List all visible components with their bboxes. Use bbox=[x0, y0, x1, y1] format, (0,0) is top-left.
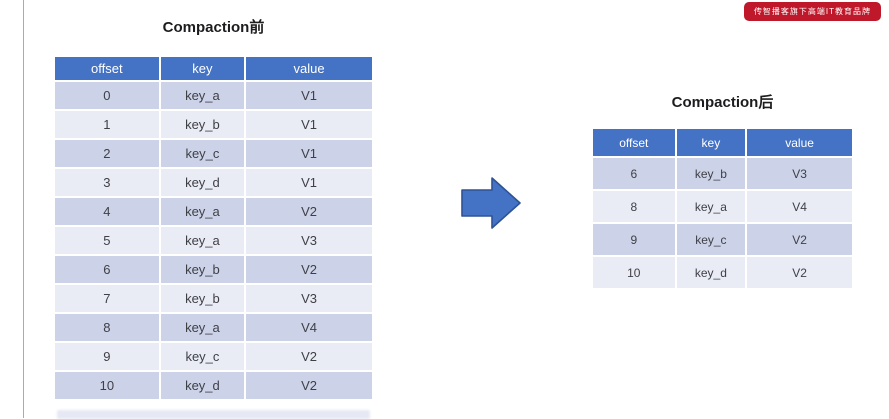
cell-value: V2 bbox=[747, 257, 852, 288]
cell-value: V4 bbox=[246, 314, 372, 341]
cell-key: key_b bbox=[676, 158, 746, 189]
before-compaction-table: offset key value 0 key_a V1 1 key_b V1 2… bbox=[53, 55, 374, 401]
table-header-row: offset key value bbox=[593, 129, 852, 156]
after-compaction-table: offset key value 6 key_b V3 8 key_a V4 9… bbox=[591, 127, 854, 290]
cell-value: V1 bbox=[246, 111, 372, 138]
cell-offset: 1 bbox=[55, 111, 159, 138]
table-row: 6 key_b V2 bbox=[55, 256, 372, 283]
cell-key: key_d bbox=[160, 169, 245, 196]
cell-offset: 6 bbox=[55, 256, 159, 283]
cell-value: V1 bbox=[246, 82, 372, 109]
table-row: 7 key_b V3 bbox=[55, 285, 372, 312]
cell-offset: 10 bbox=[55, 372, 159, 399]
table-row: 3 key_d V1 bbox=[55, 169, 372, 196]
table-reflection bbox=[57, 410, 370, 419]
column-header-value: value bbox=[747, 129, 852, 156]
column-header-offset: offset bbox=[593, 129, 675, 156]
cell-key: key_b bbox=[160, 285, 245, 312]
cell-offset: 8 bbox=[55, 314, 159, 341]
table-row: 0 key_a V1 bbox=[55, 82, 372, 109]
cell-key: key_d bbox=[676, 257, 746, 288]
table-row: 9 key_c V2 bbox=[593, 224, 852, 255]
cell-key: key_a bbox=[160, 82, 245, 109]
table-row: 2 key_c V1 bbox=[55, 140, 372, 167]
cell-key: key_a bbox=[676, 191, 746, 222]
cell-value: V2 bbox=[246, 256, 372, 283]
cell-value: V2 bbox=[246, 372, 372, 399]
cell-offset: 0 bbox=[55, 82, 159, 109]
cell-offset: 5 bbox=[55, 227, 159, 254]
cell-value: V2 bbox=[246, 198, 372, 225]
column-header-key: key bbox=[676, 129, 746, 156]
cell-key: key_a bbox=[160, 314, 245, 341]
cell-offset: 8 bbox=[593, 191, 675, 222]
cell-key: key_a bbox=[160, 198, 245, 225]
table-row: 10 key_d V2 bbox=[55, 372, 372, 399]
cell-key: key_c bbox=[160, 343, 245, 370]
cell-key: key_b bbox=[160, 256, 245, 283]
cell-offset: 2 bbox=[55, 140, 159, 167]
table-row: 5 key_a V3 bbox=[55, 227, 372, 254]
column-header-key: key bbox=[160, 57, 245, 80]
cell-value: V3 bbox=[747, 158, 852, 189]
cell-offset: 4 bbox=[55, 198, 159, 225]
column-header-offset: offset bbox=[55, 57, 159, 80]
after-table-title: Compaction后 bbox=[671, 94, 774, 111]
cell-offset: 9 bbox=[55, 343, 159, 370]
cell-value: V4 bbox=[747, 191, 852, 222]
column-header-value: value bbox=[246, 57, 372, 80]
table-row: 1 key_b V1 bbox=[55, 111, 372, 138]
cell-offset: 3 bbox=[55, 169, 159, 196]
table-row: 10 key_d V2 bbox=[593, 257, 852, 288]
table-row: 6 key_b V3 bbox=[593, 158, 852, 189]
right-arrow-icon bbox=[461, 176, 523, 230]
table-row: 8 key_a V4 bbox=[55, 314, 372, 341]
brand-badge: 传智播客旗下高端IT教育品牌 bbox=[744, 2, 881, 21]
cell-value: V1 bbox=[246, 140, 372, 167]
table-row: 9 key_c V2 bbox=[55, 343, 372, 370]
cell-value: V2 bbox=[246, 343, 372, 370]
before-table-title: Compaction前 bbox=[162, 19, 265, 36]
cell-offset: 7 bbox=[55, 285, 159, 312]
slide-edge-divider bbox=[23, 0, 24, 418]
cell-offset: 10 bbox=[593, 257, 675, 288]
cell-key: key_b bbox=[160, 111, 245, 138]
cell-value: V1 bbox=[246, 169, 372, 196]
cell-value: V3 bbox=[246, 227, 372, 254]
cell-key: key_a bbox=[160, 227, 245, 254]
table-row: 8 key_a V4 bbox=[593, 191, 852, 222]
cell-key: key_c bbox=[160, 140, 245, 167]
cell-key: key_c bbox=[676, 224, 746, 255]
table-header-row: offset key value bbox=[55, 57, 372, 80]
cell-offset: 9 bbox=[593, 224, 675, 255]
cell-offset: 6 bbox=[593, 158, 675, 189]
cell-value: V2 bbox=[747, 224, 852, 255]
cell-key: key_d bbox=[160, 372, 245, 399]
table-row: 4 key_a V2 bbox=[55, 198, 372, 225]
cell-value: V3 bbox=[246, 285, 372, 312]
